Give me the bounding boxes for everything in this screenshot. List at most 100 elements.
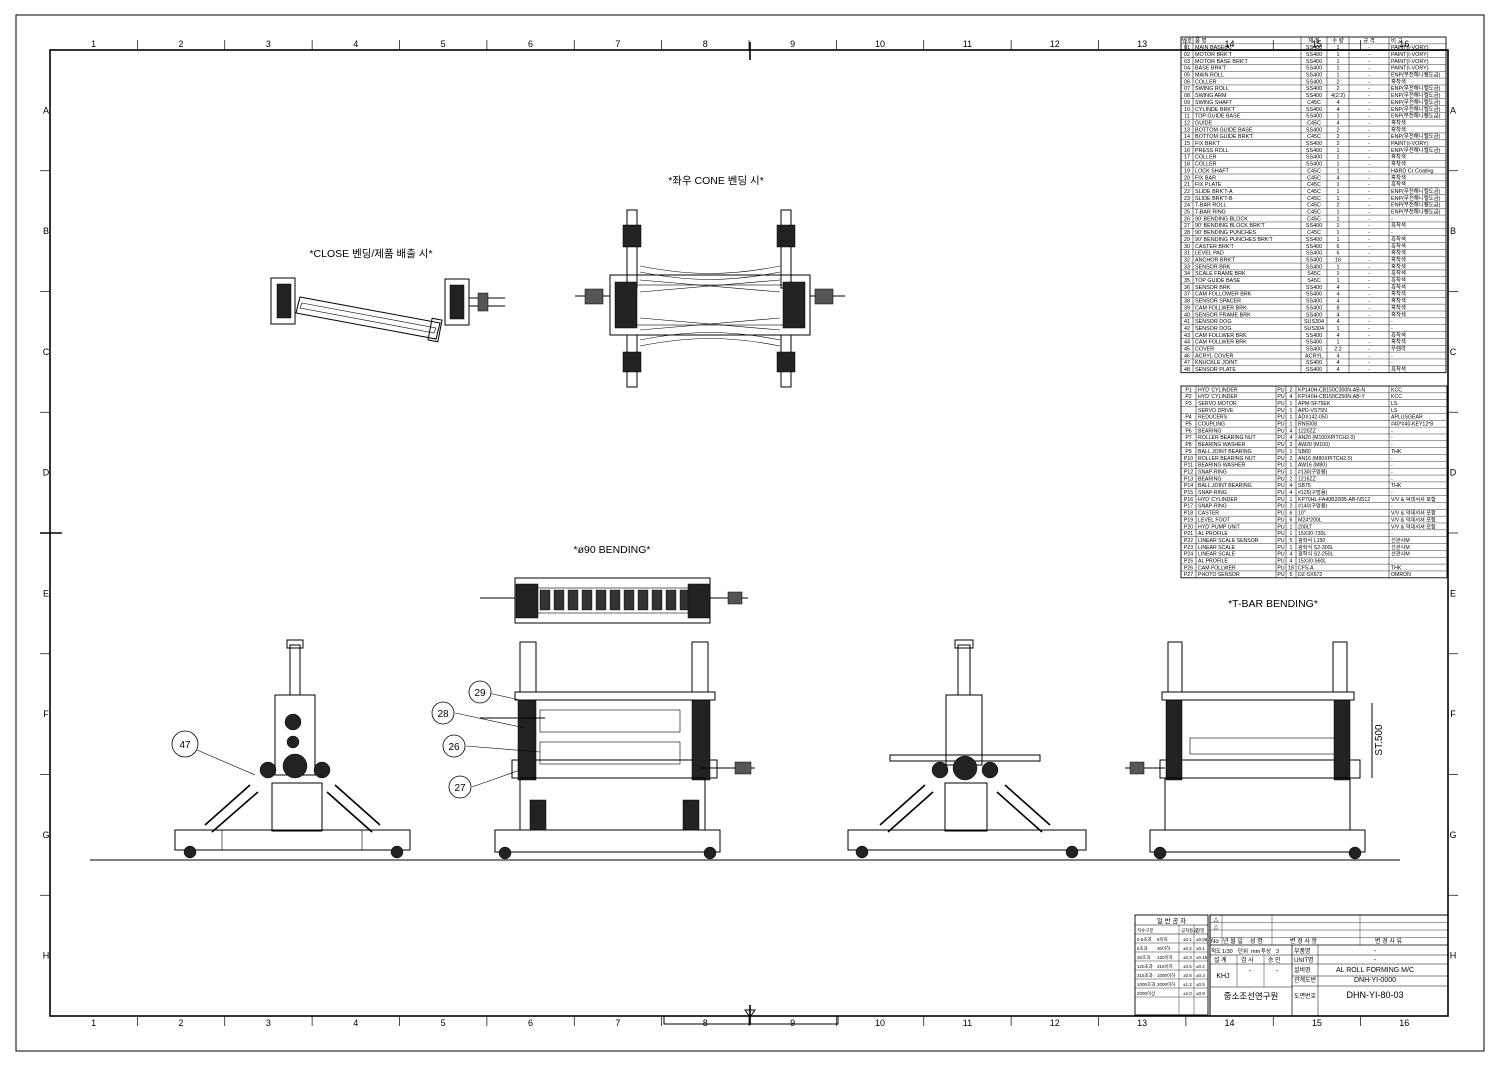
parts-table-cell: 1 [1337,114,1340,120]
grid-row-label-right: B [1450,226,1456,236]
purchase-table-cell: 2 [1290,387,1293,393]
parts-table-cell: C45C [1307,175,1321,181]
purchase-table-cell: LEVEL FOOT [1198,517,1231,523]
parts-table-cell: BASE BRK'T [1195,66,1227,72]
parts-table-cell: KNUCKLE JOINT [1195,360,1238,366]
bend90-top-view [480,577,748,624]
purchase-table-cell: AW20 (M100) [1298,442,1330,448]
parts-table-cell: S45C [1307,278,1321,284]
purchase-table-cell: PU [1277,435,1284,441]
revision-header: 성 명 [1250,937,1263,945]
organization-name: 중소조선연구원 [1224,991,1279,1001]
parts-table-cell: SENSOR BRK [1195,285,1231,291]
parts-table-cell: 4 [1337,120,1340,126]
purchase-table-cell: SERVO MOTOR [1198,401,1237,407]
purchase-table-cell: 4 [1290,552,1293,558]
parts-table-cell: 흑착색 [1391,331,1406,339]
grid-col-label-bottom: 16 [1399,1018,1409,1028]
parts-table-cell: SS400 [1306,292,1322,298]
svg-text:28: 28 [437,709,449,720]
grid-col-label-top: 9 [790,39,795,49]
parts-table-cell: 흑착색 [1391,297,1406,305]
parts-table-cell: 39 [1184,305,1190,311]
grid-col-label-bottom: 13 [1137,1018,1147,1028]
parts-table-cell: - [1391,216,1393,222]
parts-table-cell: 28 [1184,230,1190,236]
checker-name: - [1249,968,1252,975]
purchase-table-cell: PU [1277,572,1284,578]
purchase-table-cell: PU [1277,559,1284,565]
parts-table-cell: - [1368,148,1370,154]
parts-table-cell: GUIDE [1195,120,1212,126]
purchase-table-cell: 15X30-730L [1298,531,1326,537]
purchase-table-cell: 1 [1290,469,1293,475]
parts-table-cell: SS400 [1306,148,1322,154]
parts-table-cell: FIX BAR [1195,175,1216,181]
purchase-table-cell: ADX142-050 [1298,415,1328,421]
purchase-table-cell: PU [1277,401,1284,407]
centering-marks [40,42,839,1025]
parts-table-cell: - [1368,264,1370,270]
parts-table-cell: - [1368,347,1370,353]
tolerance-cell: ±0.2 [1183,946,1192,951]
parts-table-header-cell: 비 고 [1391,36,1402,44]
grid-col-label-top: 11 [963,39,972,49]
parts-table-cell: 22 [1184,189,1190,195]
parts-table-cell: C45C [1307,196,1321,202]
purchase-table-cell: 1 [1290,449,1293,455]
parts-table-cell: 90' BENDING PUNCHES BRK'T [1195,237,1274,243]
parts-table-cell: SS400 [1306,162,1322,168]
view-title-cone: *좌우 CONE 벤딩 시* [668,175,764,187]
parts-table-cell: 4(2:2) [1331,93,1345,99]
parts-table-cell: ENP(무전해니켈도금) [1391,132,1441,140]
purchase-table-cell: P8 [1185,442,1191,448]
parts-table-cell: 흑착색 [1391,276,1406,284]
angle-label: 투상 [1261,947,1271,955]
parts-table-cell: 90' BENDING PUNCHES [1195,230,1256,236]
parts-table-cell: 19 [1184,168,1190,174]
parts-table-cell: - [1368,196,1370,202]
parts-table-cell: 41 [1184,319,1190,325]
parts-table-cell: 흑착색 [1391,262,1406,270]
parts-table-cell: - [1368,59,1370,65]
tolerance-cell: 2000이하 [1157,981,1176,988]
parts-table-cell: - [1368,210,1370,216]
sign-header: 설 계 [1214,956,1227,964]
view-title-90: *ø90 BENDING* [573,544,650,556]
grid-col-label-bottom: 2 [179,1018,184,1028]
parts-table-cell: 01 [1184,45,1190,51]
purchase-table-cell: 4 [1290,428,1293,434]
cone-view [575,209,845,388]
purchase-table-cell: PU [1277,387,1284,393]
parts-table-cell: SENSOR SPACER [1195,299,1241,305]
parts-table-header-cell: 품 명 [1195,37,1206,44]
revision-header: 변 경 사 유 [1375,937,1403,945]
parts-table-cell: - [1368,353,1370,359]
unit-value: mm [1251,949,1261,955]
roller [623,589,635,611]
tolerance-cell: ±0.3 [1183,955,1192,960]
parts-table-cell: 1 [1337,155,1340,161]
tolerance-cell: ±0.8 [1196,991,1205,996]
parts-table-cell: 34 [1184,271,1190,277]
parts-table-cell: 1 [1337,237,1340,243]
parts-table-cell: 4 [1337,285,1340,291]
grid-col-label-top: 3 [266,39,271,49]
title-block-label: 도면번호 [1294,992,1317,1000]
grid-row-label-left: A [43,105,49,115]
front-view-3 [847,639,1087,859]
grid-row-label-right: D [1450,468,1457,478]
parts-table-cell: SS400 [1306,45,1322,51]
purchase-table-cell: HYD' PUMP UNIT [1198,524,1241,530]
parts-table-cell: ENP(무전해니켈도금) [1391,187,1441,195]
purchase-table-cell: 4 [1290,490,1293,496]
parts-table-cell: 4 [1337,353,1340,359]
purchase-table-cell: KCC [1391,387,1402,393]
parts-table-cell: - [1368,155,1370,161]
parts-table-cell: 1 [1337,271,1340,277]
tolerance-cell: 315이하 [1157,963,1174,970]
parts-table-cell: T-BAR ROLL [1195,203,1226,209]
purchase-table-cell: DZ-SX672 [1298,572,1322,578]
purchase-table-cell: 1 [1290,415,1293,421]
purchase-table-cell: 4 [1290,559,1293,565]
